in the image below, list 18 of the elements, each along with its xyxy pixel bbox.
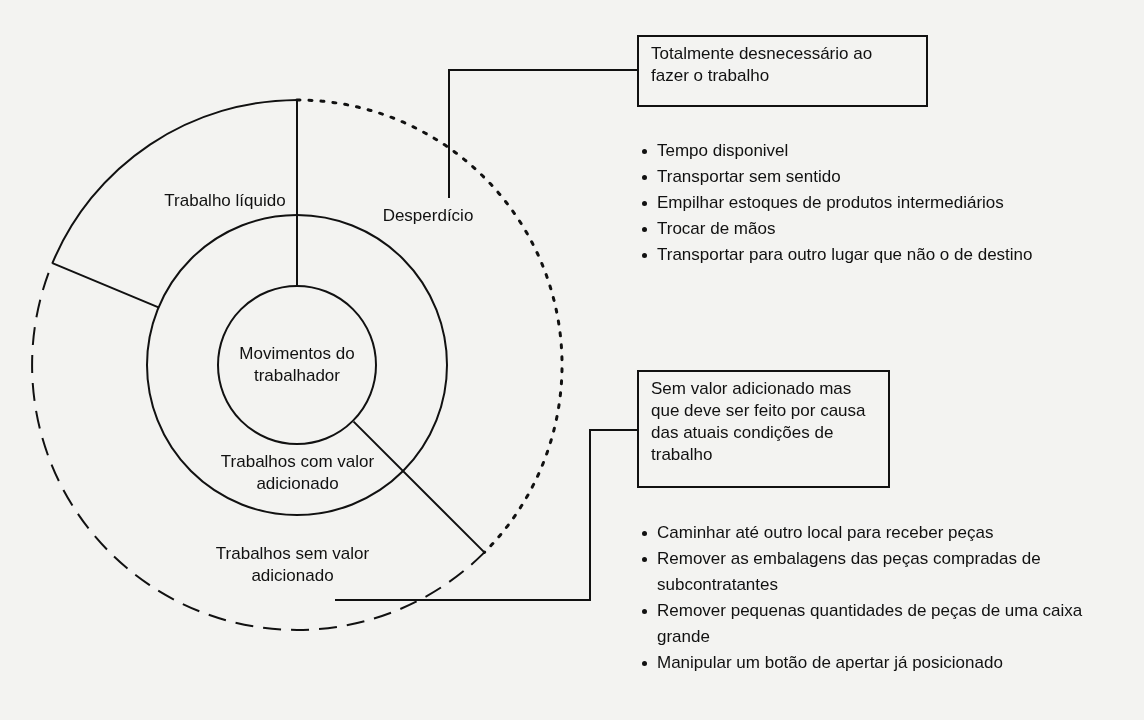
list-item: Empilhar estoques de produtos intermediários [657,192,1004,214]
category-box: Totalmente desnecessário ao fazer o trabalho [637,35,928,107]
list-item: Manipular um botão de apertar já posicionado [657,652,1003,674]
sector-label: Trabalho líquido [150,188,300,214]
list-item: Remover pequenas quantidades de peças de uma caixa grande [657,600,1084,648]
sector-label: Trabalhos sem valor adicionado [205,530,380,600]
list-item: Trocar de mãos [657,218,776,240]
list-item: Caminhar até outro local para receber peças [657,522,994,544]
sector-label: Desperdício [372,198,484,234]
category-box: Sem valor adicionado mas que deve ser feito por causa das atuais condições de trabalho [637,370,890,488]
list-item: Tempo disponivel [657,140,789,162]
list-item: Transportar para outro lugar que não o de destino [657,244,1033,266]
leader-line [334,429,638,601]
center-circle: Movimentos do trabalhador [217,285,377,445]
list-item: Remover as embalagens das peças compradas de subcontratantes [657,548,1042,596]
leader-line [448,69,638,199]
list-item: Transportar sem sentido [657,166,841,188]
ring-label: Trabalhos com valor adicionado [205,450,390,496]
